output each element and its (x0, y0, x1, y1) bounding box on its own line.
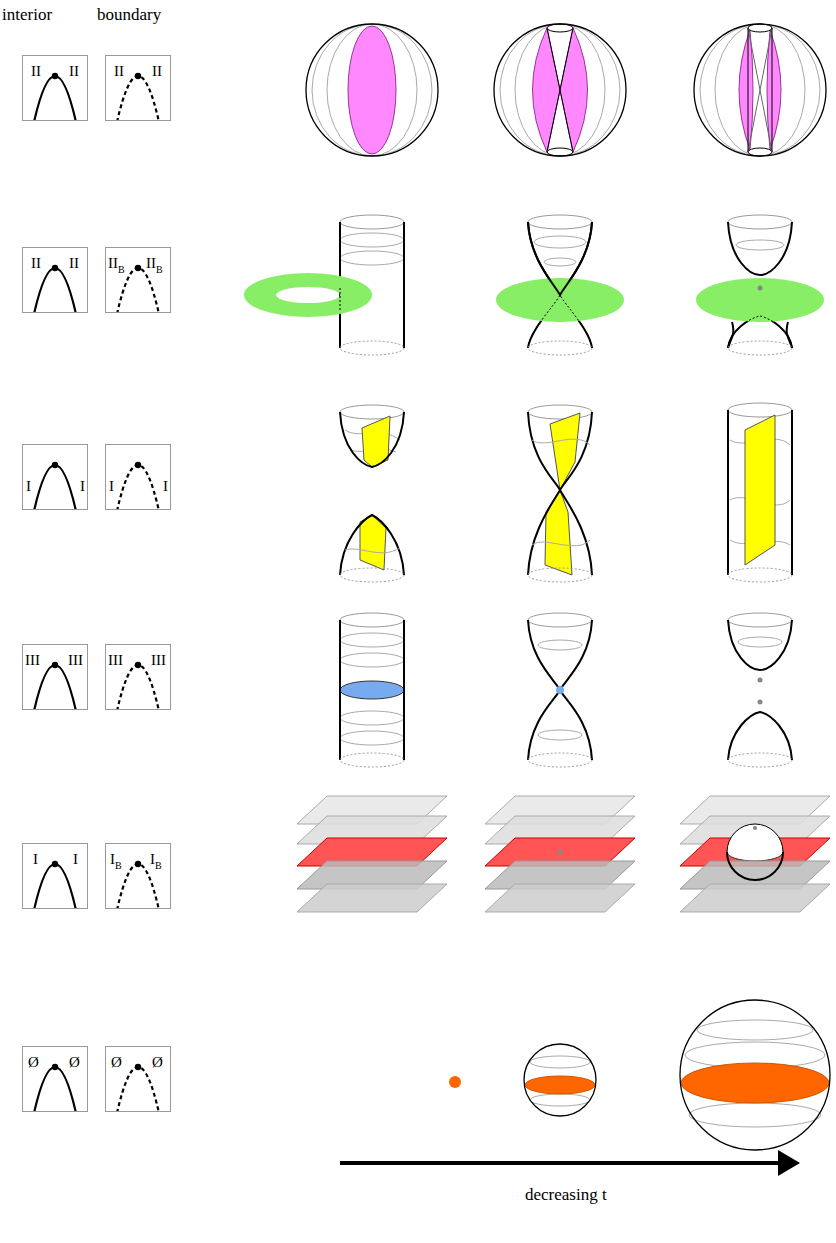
interior-box: II II (22, 247, 88, 313)
region-label: II (108, 256, 118, 271)
interior-box: ØØ (22, 1046, 88, 1112)
time-arrow (340, 1150, 800, 1176)
region-label: II (31, 64, 41, 79)
region-label: II (152, 64, 162, 79)
bowls-yellow-1 (340, 405, 404, 582)
dashed-parabola (106, 445, 170, 509)
hourglass-green-2 (496, 215, 624, 355)
hourglass-blue-2 (528, 613, 592, 767)
sphere-pink-2 (494, 24, 626, 156)
region-label: I (150, 852, 155, 867)
region-label: II (69, 256, 79, 271)
boundary-box: IBIB (105, 843, 171, 909)
region-label: Ø (28, 1055, 39, 1070)
subscript-label: B (155, 861, 162, 871)
subscript-label: B (156, 265, 163, 275)
boundary-box: III III (105, 644, 171, 710)
cylinder-blue-1 (340, 613, 404, 767)
interior-box: III III (22, 644, 88, 710)
interior-box: II (22, 444, 88, 510)
boundary-box: II (105, 444, 171, 510)
region-label: III (151, 653, 166, 668)
region-label: II (146, 256, 156, 271)
planes-red-2 (485, 796, 635, 912)
region-label: I (109, 479, 114, 494)
region-label: II (69, 64, 79, 79)
region-label: I (26, 479, 31, 494)
region-label: II (114, 64, 124, 79)
region-label: III (108, 653, 123, 668)
cylinder-yellow-3 (728, 403, 792, 582)
subscript-label: B (115, 861, 122, 871)
sphere-pink-1 (306, 24, 438, 156)
planes-red-3 (680, 796, 830, 912)
boundary-box: II II (105, 55, 171, 121)
boundary-box: ØØ (105, 1046, 171, 1112)
solid-parabola (23, 445, 87, 509)
column-header: interior (2, 6, 52, 23)
planes-red-1 (297, 796, 447, 912)
boundary-box: IIBIIB (105, 247, 171, 313)
hourglass-yellow-2 (528, 405, 592, 582)
sphere-orange-small (524, 1044, 596, 1116)
region-label: I (163, 479, 168, 494)
interior-box: II II (22, 55, 88, 121)
split-green-3 (696, 215, 824, 355)
region-label: I (73, 852, 78, 867)
region-label: Ø (111, 1055, 122, 1070)
region-label: I (33, 852, 38, 867)
axis-label: decreasing t (525, 1186, 607, 1203)
sphere-orange-large (680, 1000, 830, 1150)
split-blue-3 (728, 613, 792, 767)
column-header: boundary (97, 6, 161, 23)
dashed-parabola (106, 844, 170, 908)
region-label: Ø (69, 1055, 80, 1070)
region-label: III (25, 653, 40, 668)
orange-point (449, 1076, 461, 1088)
subscript-label: B (118, 265, 125, 275)
interior-box: II (22, 843, 88, 909)
region-label: III (68, 653, 83, 668)
sphere-pink-3 (694, 24, 826, 156)
region-label: II (31, 256, 41, 271)
region-label: I (110, 852, 115, 867)
cylinder-green-1 (244, 215, 404, 355)
region-label: I (80, 479, 85, 494)
region-label: Ø (152, 1055, 163, 1070)
